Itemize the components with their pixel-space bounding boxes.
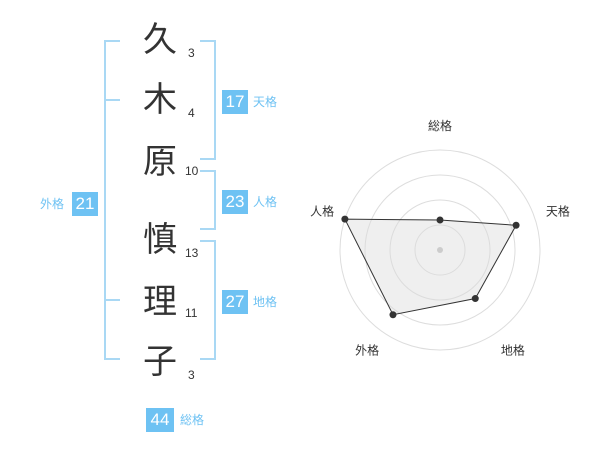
name-char-5: 理	[143, 282, 177, 322]
name-char-3: 原	[143, 142, 177, 182]
radar-point	[436, 216, 444, 224]
stroke-count-2: 4	[188, 106, 195, 120]
radar-center-dot	[437, 247, 443, 253]
radar-ring	[389, 199, 491, 301]
name-char-6: 子	[143, 342, 177, 382]
tenkaku-badge: 17	[222, 90, 248, 114]
radar-ring	[414, 224, 466, 276]
outer-bracket-tick	[104, 299, 120, 301]
radar-point	[389, 311, 397, 319]
jinkaku-bracket	[200, 170, 216, 230]
radar-axis-label: 地格	[501, 342, 525, 357]
soukaku-label: 総格	[180, 413, 205, 427]
radar-axis-label: 外格	[355, 342, 379, 357]
radar-point	[471, 295, 479, 303]
stroke-count-6: 3	[188, 368, 195, 382]
tenkaku-label: 天格	[253, 95, 278, 109]
gaikaku-label: 外格	[40, 197, 65, 211]
chikaku-bracket	[200, 240, 216, 360]
radar-point	[512, 221, 520, 229]
outer-bracket	[104, 40, 120, 360]
stroke-count-5: 11	[185, 306, 198, 320]
radar-point	[341, 215, 349, 223]
radar-axis-label: 天格	[546, 204, 570, 219]
name-char-2: 木	[143, 80, 177, 120]
radar-axis-label: 総格	[428, 118, 452, 133]
radar-area	[344, 218, 517, 316]
name-char-1: 久	[143, 20, 177, 60]
stroke-count-4: 13	[185, 246, 199, 260]
soukaku-badge: 44	[146, 408, 174, 432]
chikaku-badge: 27	[222, 290, 248, 314]
name-char-4: 慎	[143, 220, 177, 260]
tenkaku-bracket	[200, 40, 216, 160]
outer-bracket-tick	[104, 99, 120, 101]
stroke-count-3: 10	[185, 164, 199, 178]
jinkaku-badge: 23	[222, 190, 248, 214]
radar-ring	[364, 174, 516, 326]
jinkaku-label: 人格	[253, 195, 278, 209]
chikaku-label: 地格	[253, 295, 278, 309]
radar-axis-label: 人格	[310, 204, 334, 219]
stroke-count-1: 3	[188, 46, 195, 60]
gaikaku-badge: 21	[72, 192, 98, 216]
